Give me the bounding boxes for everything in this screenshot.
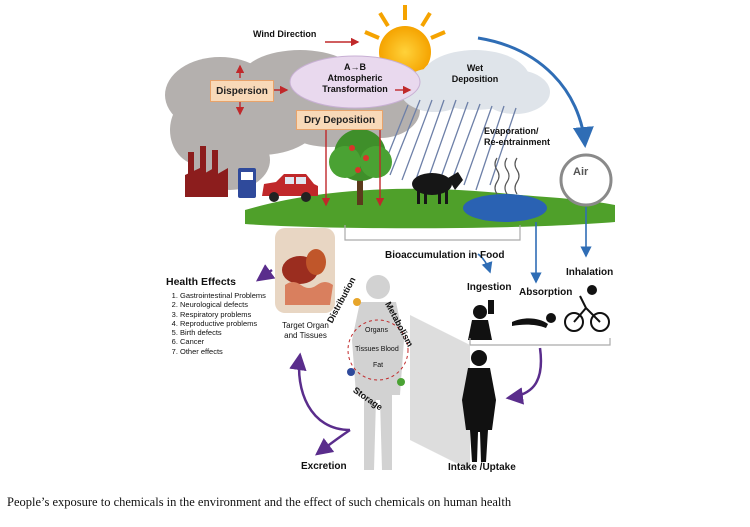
cow-icon [412, 172, 463, 204]
transformation-line-1: A→B [344, 62, 366, 72]
human-body-grey [352, 275, 404, 470]
bioaccumulation-bracket [344, 225, 521, 241]
fuel-pump-icon [238, 168, 256, 198]
projection-cone [410, 315, 470, 470]
health-effect-item: Birth defects [180, 328, 270, 337]
dispersion-box: Dispersion [210, 80, 274, 102]
evaporation-lines [494, 157, 520, 195]
health-effect-item: Neurological defects [180, 300, 270, 309]
health-effect-item: Gastrointestinal Problems [180, 291, 270, 300]
red-arrows [235, 37, 412, 207]
blue-arrows [477, 207, 592, 284]
swimming-icon [512, 313, 556, 328]
health-effects-list: Gastrointestinal Problems Neurological d… [160, 291, 270, 356]
evaporation-line-2: Re-entrainment [484, 137, 551, 147]
transformation-line-2: Atmospheric [327, 73, 383, 83]
health-effect-item: Cancer [180, 337, 270, 346]
dry-deposition-box: Dry Deposition [296, 110, 383, 130]
label-wet-deposition: Wet Deposition [445, 63, 505, 85]
air-flow-arrow [477, 36, 594, 148]
air-icon [559, 153, 613, 207]
exposure-bracket [469, 338, 611, 346]
rain-cloud [379, 50, 550, 191]
label-intake: Intake /Uptake [448, 462, 516, 473]
label-target-organ: Target Organ and Tissues [268, 321, 343, 341]
metabolism-dot [397, 378, 405, 386]
target-organ-line-2: and Tissues [284, 331, 327, 340]
transformation-line-3: Transformation [322, 84, 388, 94]
wet-deposition-line-2: Deposition [451, 74, 499, 84]
label-wind-direction: Wind Direction [253, 29, 317, 39]
label-evaporation: Evaporation/ Re-entrainment [484, 126, 574, 148]
factory-icon [185, 146, 228, 197]
label-tissues-blood: Tissues Blood [355, 346, 399, 353]
health-effects-panel: Health Effects Gastrointestinal Problems… [160, 276, 270, 356]
health-effect-item: Other effects [180, 347, 270, 356]
tree-icon [329, 129, 392, 205]
figure-caption: People’s exposure to chemicals in the en… [7, 495, 512, 509]
car-icon [262, 174, 318, 202]
intake-arrow [505, 347, 543, 405]
transformation-ellipse [289, 55, 421, 109]
distribution-dot [353, 298, 361, 306]
process-ring [347, 319, 409, 381]
label-bioaccumulation: Bioaccumulation in Food [385, 250, 505, 261]
health-effects-title: Health Effects [166, 276, 237, 288]
label-organs: Organs [365, 327, 388, 334]
evaporation-line-1: Evaporation/ [484, 126, 539, 136]
organ-icon [275, 228, 335, 313]
health-effect-item: Respiratory problems [180, 310, 270, 319]
label-transformation: A→B Atmospheric Transformation [305, 62, 405, 95]
cycling-icon [564, 285, 610, 332]
wet-deposition-line-1: Wet [466, 63, 484, 73]
label-absorption: Absorption [519, 287, 573, 298]
health-effect-item: Reproductive problems [180, 319, 270, 328]
label-inhalation: Inhalation [566, 267, 614, 278]
human-body-black [462, 350, 496, 462]
purple-arrows [255, 264, 351, 456]
storage-dot [347, 368, 355, 376]
drinking-icon [468, 300, 494, 340]
target-organ-line-1: Target Organ [282, 321, 329, 330]
water-pond [463, 194, 547, 222]
label-excretion: Excretion [301, 461, 347, 472]
label-ingestion: Ingestion [467, 282, 512, 293]
label-fat: Fat [373, 362, 384, 369]
label-air: Air [573, 166, 589, 178]
